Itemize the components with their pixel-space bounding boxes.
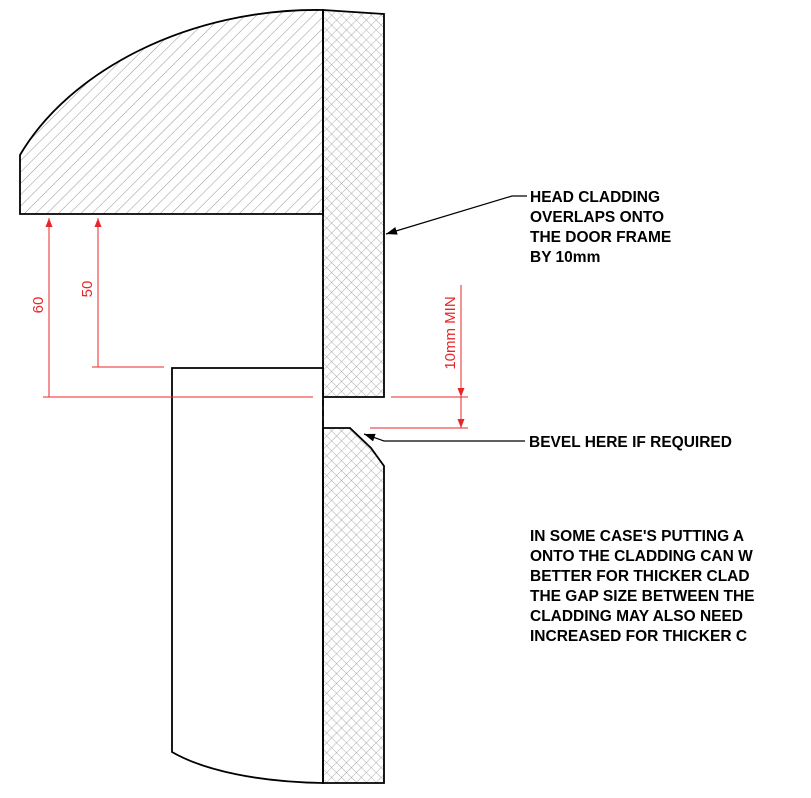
bevel-note: BEVEL HERE IF REQUIRED — [529, 434, 732, 451]
dimension-50-label: 50 — [79, 281, 96, 298]
door-frame-section — [171, 367, 324, 784]
thick-cladding-note-line: THE GAP SIZE BETWEEN THE — [530, 588, 755, 605]
thick-cladding-note-line: IN SOME CASE'S PUTTING A — [530, 528, 744, 545]
head-cladding-note-line: BY 10mm — [530, 249, 600, 266]
head-cladding-panel — [322, 9, 385, 398]
head-cladding-note-line: OVERLAPS ONTO — [530, 209, 664, 226]
head-cladding-note-line: HEAD CLADDING — [530, 189, 660, 206]
thick-cladding-note-line: ONTO THE CLADDING CAN W — [530, 548, 753, 565]
bevel-leader — [363, 433, 525, 442]
thick-cladding-note-line: BETTER FOR THICKER CLAD — [530, 568, 750, 585]
thick-cladding-note-line: INCREASED FOR THICKER C — [530, 628, 747, 645]
head-section-hatched — [19, 9, 324, 215]
gap-dimension-label: 10mm MIN — [442, 296, 459, 369]
head-cladding-leader — [385, 195, 527, 235]
dimension-extension-lines — [43, 220, 468, 429]
thick-cladding-note-line: CLADDING MAY ALSO NEED — [530, 608, 743, 625]
head-cladding-note: HEAD CLADDING OVERLAPS ONTO THE DOOR FRA… — [530, 189, 676, 266]
lower-cladding-panel — [322, 427, 385, 784]
thick-cladding-note: IN SOME CASE'S PUTTING A ONTO THE CLADDI… — [530, 528, 759, 645]
head-cladding-note-line: THE DOOR FRAME — [530, 229, 671, 246]
dimension-60-label: 60 — [30, 297, 47, 314]
